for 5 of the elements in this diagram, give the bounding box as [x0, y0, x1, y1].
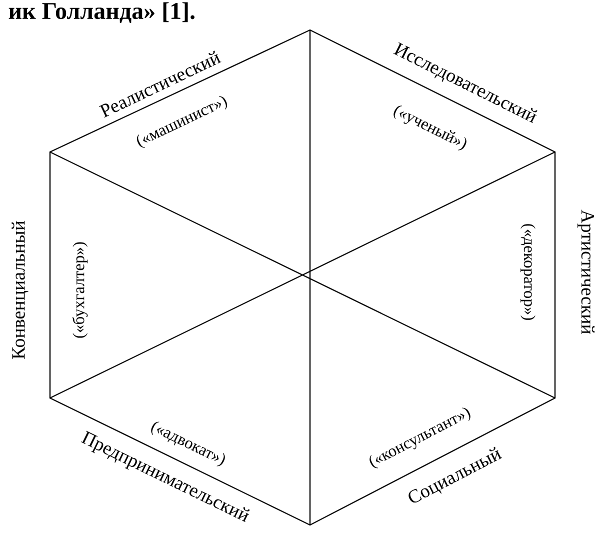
occupation-label: («бухгалтер»): [72, 242, 88, 338]
side-label: Артистический: [577, 210, 595, 334]
occupation-label: («декоратор»): [520, 224, 536, 320]
side-label: Конвенциальный: [12, 220, 28, 359]
heading: ик Голланда» [1].: [8, 2, 194, 24]
